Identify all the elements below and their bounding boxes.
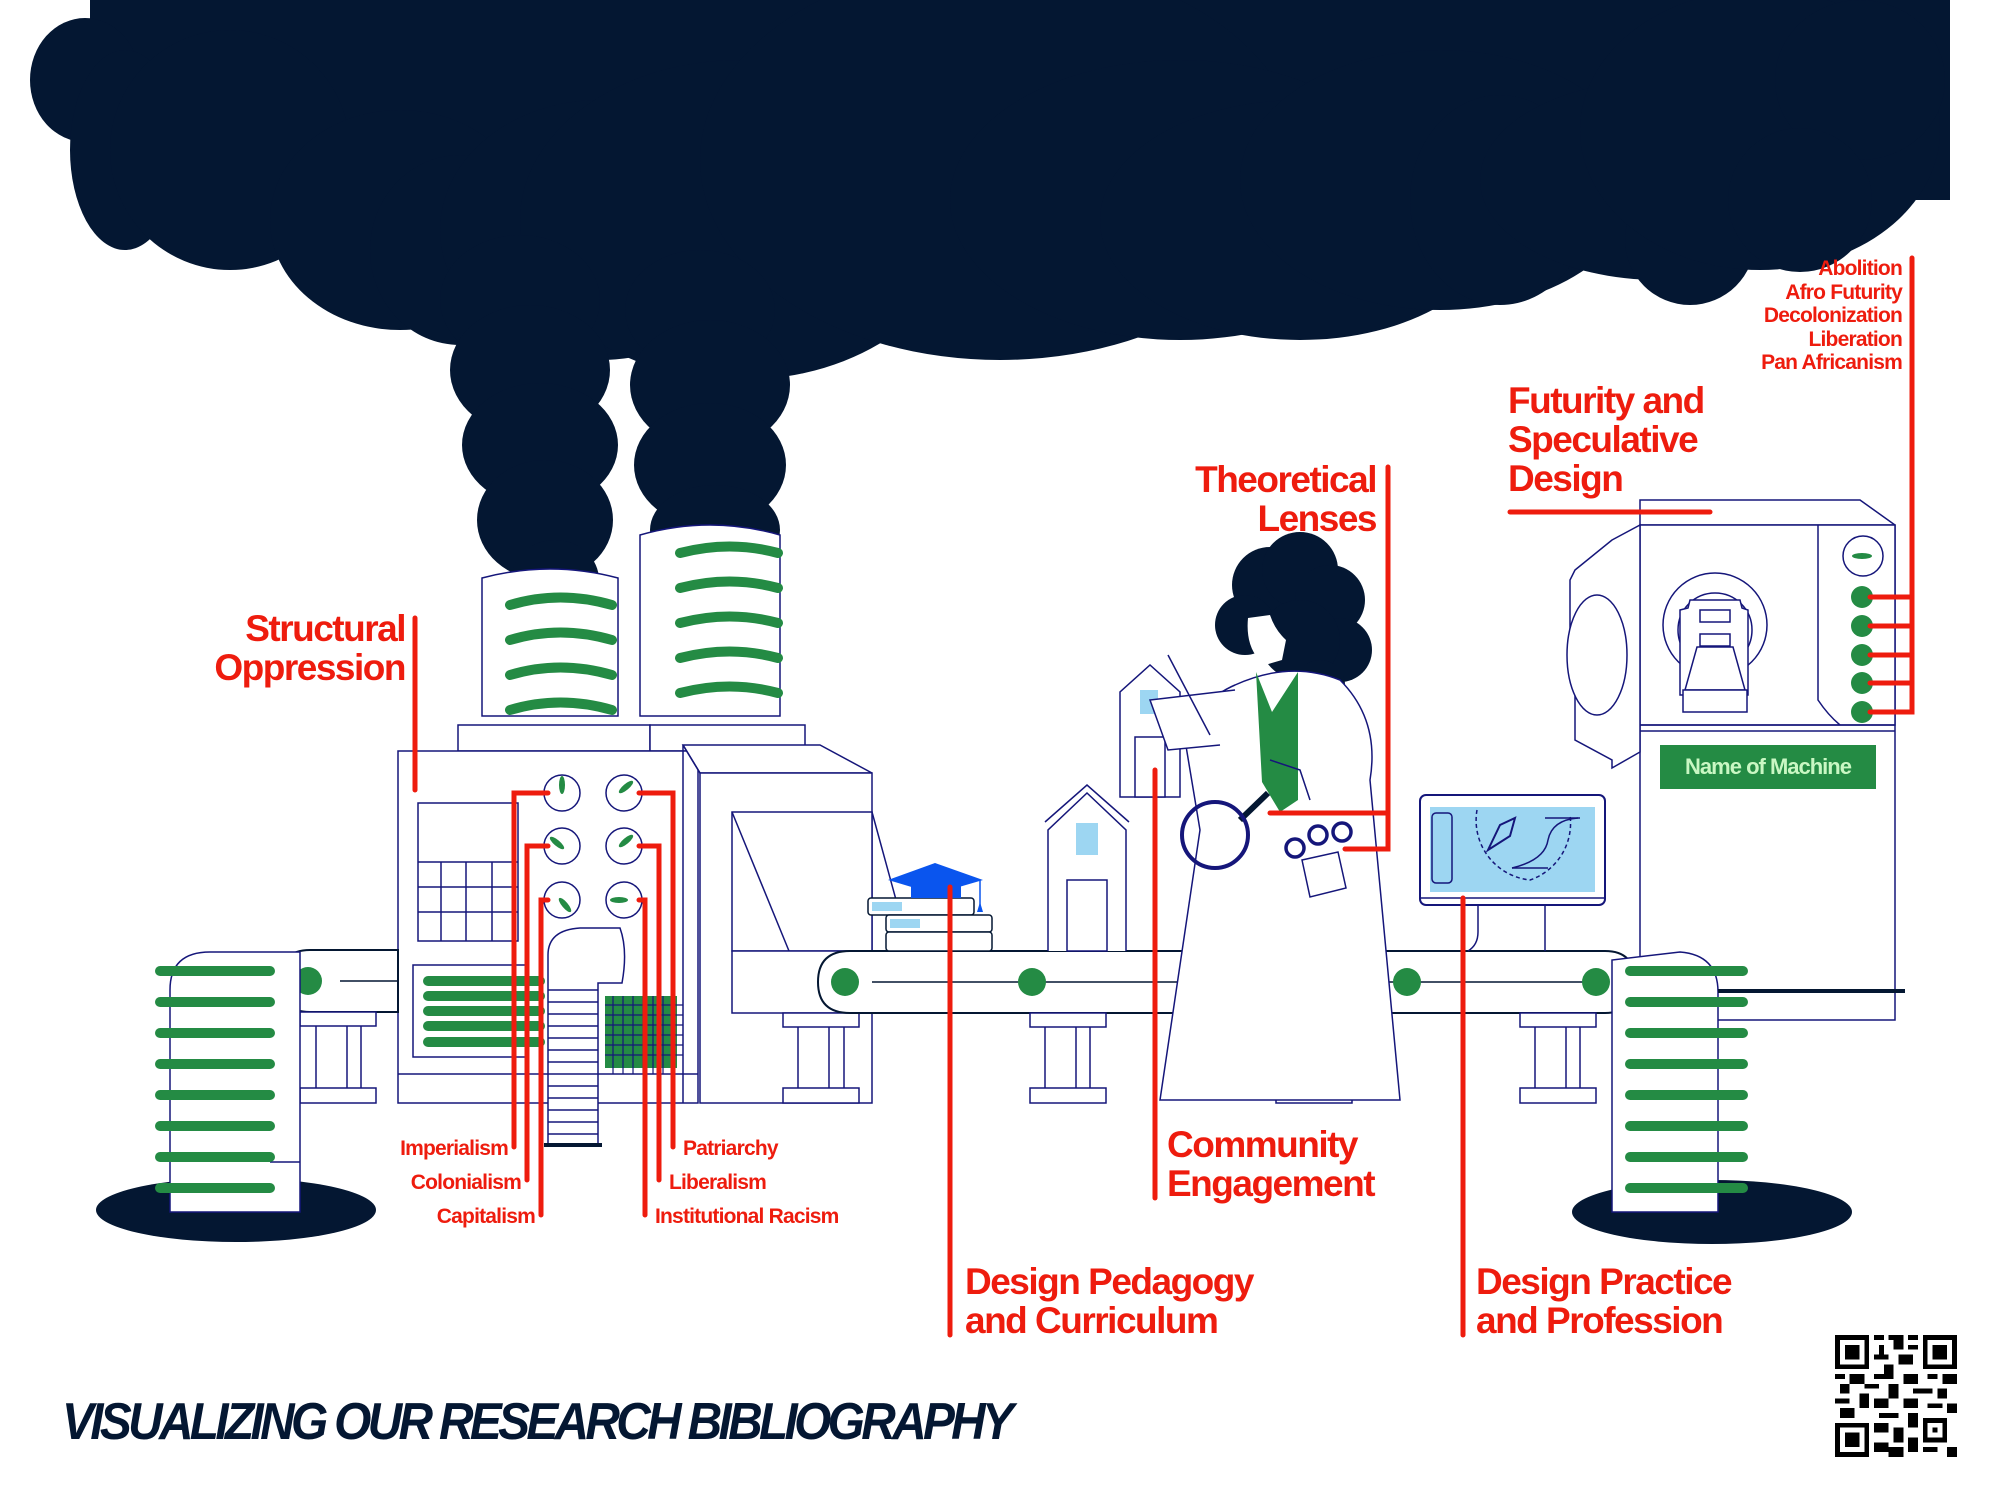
oppression-list-right-3: Institutional Racism (655, 1205, 839, 1229)
label-line: and Profession (1476, 1299, 1724, 1341)
chimney-left (481, 568, 619, 717)
label-line: Design (1508, 457, 1624, 499)
label-line: Engagement (1167, 1162, 1376, 1204)
label-line: and Curriculum (965, 1299, 1219, 1341)
conveyor-left (278, 949, 399, 1104)
magnifier-pocket-icons (1284, 821, 1353, 898)
label-line: Structural (245, 608, 406, 649)
dial-label-pan-africanism[interactable]: Pan Africanism (1761, 351, 1903, 375)
scientist-figure (1148, 532, 1401, 1101)
label-theoretical-lenses[interactable]: Theoretical Lenses (1140, 459, 1377, 539)
label-line: Community (1167, 1124, 1359, 1165)
dial-label-abolition[interactable]: Abolition (1818, 257, 1903, 280)
dial-label-imperialism[interactable]: Imperialism (400, 1137, 509, 1160)
label-line: Theoretical (1195, 459, 1377, 500)
oppression-list-left: Imperialism (360, 1137, 509, 1161)
smoke-cloud (30, 0, 1950, 620)
label-line: Design Practice (1476, 1261, 1733, 1302)
label-line: Futurity and (1508, 380, 1705, 421)
label-community-engagement[interactable]: Community Engagement (1167, 1124, 1376, 1204)
oppression-list-right: Patriarchy (683, 1137, 779, 1161)
books-icon (867, 897, 993, 952)
futurity-dials[interactable] (1851, 553, 1873, 723)
chimney-right (639, 524, 783, 717)
dial-needles (549, 776, 634, 913)
label-design-practice[interactable]: Design Practice and Profession (1476, 1261, 1733, 1341)
dial-label-capitalism[interactable]: Capitalism (436, 1205, 536, 1228)
label-futurity[interactable]: Futurity and Speculative Design (1508, 380, 1705, 499)
label-line: Oppression (214, 646, 406, 688)
label-line: Lenses (1257, 497, 1377, 539)
magnifying-glass-icon (1180, 790, 1271, 870)
leader-lines (412, 255, 1915, 1338)
oppression-list-left-2: Colonialism (360, 1171, 522, 1195)
paper-spool-left (96, 951, 376, 1242)
futurity-list: Abolition Afro Futurity Decolonization L… (1700, 257, 1903, 375)
autoclave-machine (1566, 499, 1896, 1021)
label-structural-oppression[interactable]: Structural Oppression (190, 608, 406, 688)
dial-label-decolonization[interactable]: Decolonization (1763, 304, 1903, 328)
label-design-pedagogy[interactable]: Design Pedagogy and Curriculum (965, 1261, 1254, 1341)
label-line: Speculative (1508, 418, 1699, 460)
poster-title: VISUALIZING OUR RESEARCH BIBLIOGRAPHY (62, 1393, 1014, 1451)
label-line: Design Pedagogy (965, 1261, 1254, 1302)
dial-label-liberation[interactable]: Liberation (1808, 327, 1902, 351)
machine-name-plate[interactable]: Name of Machine (1660, 745, 1876, 789)
vent-stripes (423, 976, 545, 1047)
oppression-list-right-2: Liberalism (669, 1171, 767, 1195)
computer-monitor-icon (1419, 794, 1606, 952)
pen-tool-icon (1431, 809, 1580, 884)
dial-label-institutional-racism[interactable]: Institutional Racism (655, 1205, 839, 1228)
oppression-list-left-3: Capitalism (360, 1205, 536, 1229)
qr-code-icon[interactable] (1835, 1335, 1957, 1457)
duct-hose (544, 927, 626, 1147)
dial-label-liberalism[interactable]: Liberalism (669, 1171, 767, 1194)
hopper-machine (681, 744, 911, 1104)
house-icon (1044, 784, 1130, 952)
paper-spool-right (1572, 951, 1905, 1244)
dial-label-afro-futurity[interactable]: Afro Futurity (1785, 280, 1903, 304)
dial-label-colonialism[interactable]: Colonialism (410, 1171, 522, 1194)
dial-label-patriarchy[interactable]: Patriarchy (683, 1137, 779, 1160)
